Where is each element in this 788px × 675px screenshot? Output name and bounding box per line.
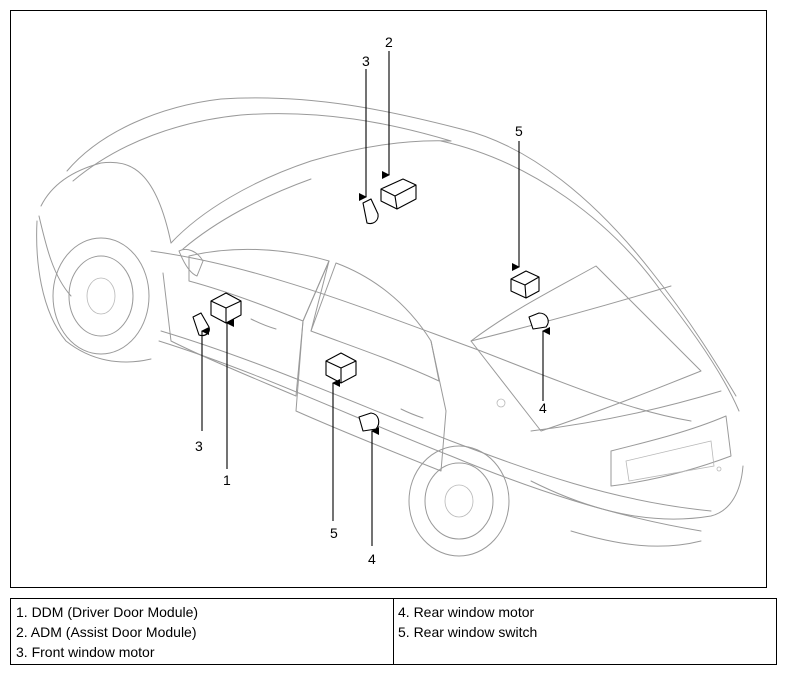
legend-item-rear-window-switch: 5. Rear window switch (398, 624, 538, 640)
callout-1-ddm: 1 (223, 472, 231, 488)
callout-4-rear-window-motor-left: 4 (368, 551, 376, 567)
part-ddm (210, 292, 242, 324)
part-rear-window-switch-right (510, 270, 540, 299)
car-component-diagram: 2 3 5 3 1 5 4 4 (36, 34, 744, 567)
legend-table: 1. DDM (Driver Door Module) 2. ADM (Assi… (10, 598, 777, 665)
part-adm (380, 178, 417, 210)
part-rear-window-switch-left (325, 352, 357, 384)
legend-item-rear-window-motor: 4. Rear window motor (398, 604, 535, 620)
callout-5-rear-window-switch-left: 5 (330, 525, 338, 541)
legend-item-adm: 2. ADM (Assist Door Module) (16, 624, 197, 640)
callout-2-adm: 2 (385, 34, 393, 50)
diagram-figure: 2 3 5 3 1 5 4 4 (10, 10, 767, 588)
legend-column-right: 4. Rear window motor 5. Rear window swit… (394, 599, 776, 664)
part-rear-window-motor-left (358, 412, 380, 432)
car-outline (36, 97, 744, 557)
callout-5-rear-window-switch-right: 5 (515, 123, 523, 139)
legend-column-left: 1. DDM (Driver Door Module) 2. ADM (Assi… (11, 599, 394, 664)
callout-4-rear-window-motor-right: 4 (539, 400, 547, 416)
callout-3-front-window-motor-left: 3 (195, 438, 203, 454)
callout-3-front-window-motor-right: 3 (362, 53, 370, 69)
part-front-window-motor-right (362, 198, 379, 225)
legend-item-front-window-motor: 3. Front window motor (16, 644, 155, 660)
leader-lines (201, 51, 550, 546)
part-rear-window-motor-right (528, 312, 549, 330)
part-front-window-motor-left (192, 312, 210, 337)
legend-item-ddm: 1. DDM (Driver Door Module) (16, 604, 199, 620)
